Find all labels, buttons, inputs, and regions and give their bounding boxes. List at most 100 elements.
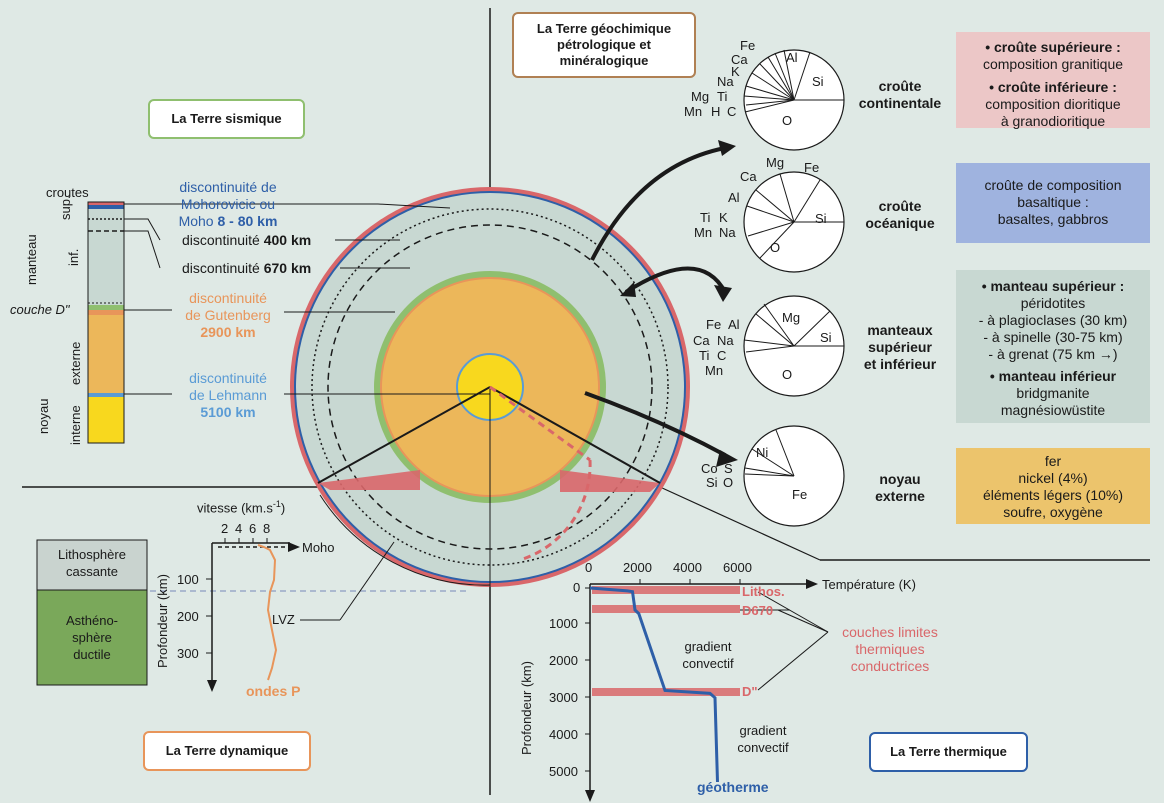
pie-continental [743,49,845,151]
oce-si: Si [815,211,827,226]
p-wave-curve [257,544,278,681]
c3: conductrices [850,658,930,674]
seismic-column [87,201,125,444]
man-c: C [717,348,727,363]
lehmann-line-1: discontinuité [189,370,267,386]
core-fe: Fe [792,487,808,502]
astheno-2: sphère [72,630,112,645]
title-dynamique: La Terre dynamique [143,731,311,771]
core-co: Co [701,461,718,476]
gutenberg-line-2: de Gutenberg [185,307,271,323]
pie-core [743,425,845,527]
pl-c1: croûte [878,78,922,94]
pie-arrows [584,146,727,457]
lithosphere-wedge-left [318,470,420,490]
title-sismique: La Terre sismique [148,99,305,139]
cont-c: C [727,104,737,119]
th-yt-4000: 4000 [549,727,578,742]
g2a: gradient [739,723,787,738]
d670-text: discontinuité [182,260,260,276]
radius-left [317,386,491,484]
earth-cross-section [290,187,690,587]
ic-h2: • croûte inférieure : [989,79,1117,95]
astheno-3: ductile [73,647,111,662]
litho-2: cassante [65,564,119,579]
label-d670: discontinuité 670 km [182,261,311,276]
ik-t3: éléments légers (10%) [982,487,1124,503]
gutenberg-line-1: discontinuité [189,290,267,306]
th-band-litho: Lithos. [742,584,785,599]
label-d400: discontinuité 400 km [182,233,311,248]
dyn-series: ondes P [246,683,301,699]
io-t3: basaltes, gabbros [997,211,1109,227]
oce-k: K [719,210,728,225]
pl-m3: et inférieur [863,356,937,372]
th-yt-3000: 3000 [549,690,578,705]
moho-line-1: discontinuité de [179,179,277,195]
pl-o2: océanique [865,215,935,231]
ic-t1: composition granitique [982,56,1124,72]
label-lehmann: discontinuité de Lehmann 5100 km [166,370,290,421]
pl-m1: manteaux [867,322,933,338]
dyn-xlabel-text: vitesse (km.s [197,500,273,516]
io-t1: croûte de composition [984,177,1122,193]
moho-depth: 8 - 80 km [217,213,278,229]
th-xt-2000: 2000 [623,560,652,575]
moho-line-3: Moho 8 - 80 km [160,213,296,230]
th-xlabel: Température (K) [822,577,916,592]
th-xt-0: 0 [585,560,593,575]
label-noyau: noyau [36,398,51,434]
gutenberg-depth: 2900 km [200,324,256,340]
dyn-yt-300: 300 [177,646,199,661]
lithosphere-arc [319,494,491,586]
title-geochimique: La Terre géochimique pétrologique et min… [512,12,696,78]
th-yt-5000: 5000 [549,764,578,779]
pl-m2: supérieur [868,339,932,355]
dyn-xlabel-end: ) [280,500,286,516]
cont-h: H [711,104,721,119]
core-s: S [724,461,733,476]
dyn-yt-200: 200 [177,609,199,624]
radius-right [489,386,661,484]
divider-right-slant [659,486,821,561]
oce-mn: Mn [694,225,713,240]
geotherm-series [589,586,719,783]
g1b: convectif [682,656,734,671]
d400-depth: 400 km [263,232,312,248]
th-band-d670: D670 [742,603,774,618]
man-ti: Ti [699,348,710,363]
im-t1: péridotites [1020,295,1086,311]
geotherm-arc [519,459,592,562]
moho-name: Moho [178,213,214,229]
g2b: convectif [737,740,789,755]
pl-k1: noyau [879,471,921,487]
info-continental: • croûte supérieure : composition granit… [956,32,1150,129]
cont-si: Si [812,74,824,89]
im-h2: • manteau inférieur [989,368,1117,384]
thermal-chart [585,579,829,802]
dyn-xt-6: 6 [249,521,257,536]
oce-o: O [770,240,781,255]
astheno-1: Asthéno- [65,613,119,628]
geotherm-radius [489,385,591,462]
title-thermique: La Terre thermique [869,732,1028,772]
dyn-ylabel: Profondeur (km) [155,574,170,668]
litho-1: Lithosphère [58,547,126,562]
man-ca: Ca [693,333,710,348]
seismic-leaders [124,203,490,395]
oce-mg: Mg [766,155,785,170]
arrowheads [620,140,738,467]
cont-na: Na [717,74,734,89]
dyn-xt-4: 4 [235,521,243,536]
ic-t2b: à granodioritique [1000,113,1106,129]
d670-depth: 670 km [263,260,312,276]
cont-fe: Fe [740,38,756,53]
cont-ca: Ca [731,52,748,67]
th-xt-4000: 4000 [673,560,702,575]
ik-t1: fer [1044,453,1062,469]
cont-mg: Mg [691,89,710,104]
th-series-name: géotherme [697,779,769,795]
